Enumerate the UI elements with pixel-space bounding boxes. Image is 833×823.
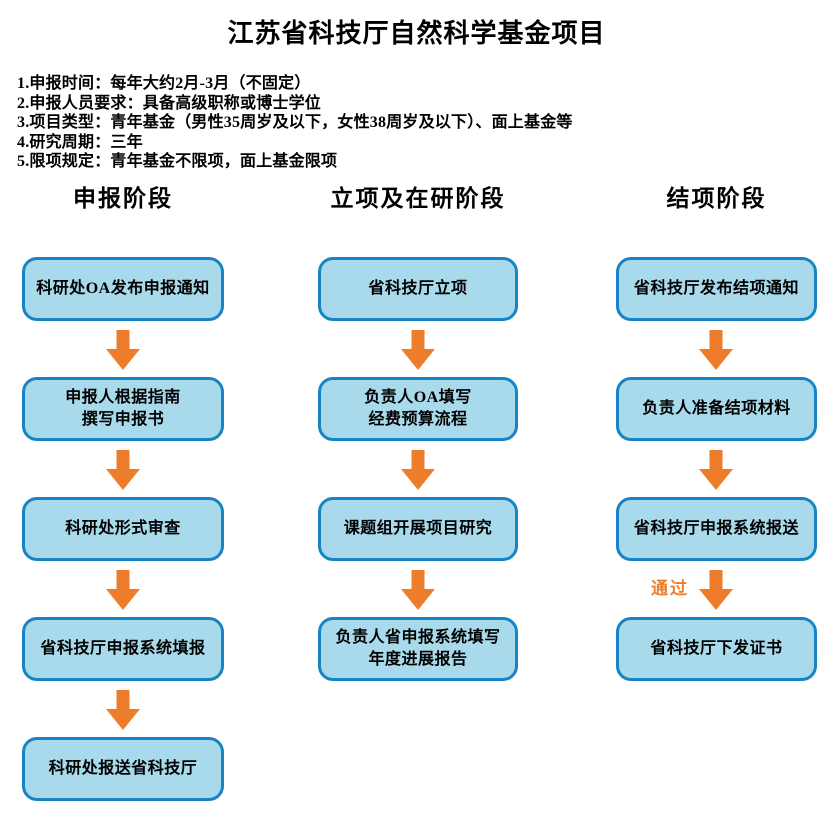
flow-step-col1-3: 科研处形式审查 [22,497,224,561]
down-arrow-icon [699,330,733,370]
down-arrow-icon [106,330,140,370]
flow-step-col1-2: 申报人根据指南 撰写申报书 [22,377,224,441]
flow-step-col2-2: 负责人OA填写 经费预算流程 [318,377,518,441]
notes-list: 1.申报时间：每年大约2月-3月（不固定） 2.申报人员要求：具备高级职称或博士… [17,74,573,172]
down-arrow-icon [401,330,435,370]
flow-step-col3-3: 省科技厅申报系统报送 [616,497,817,561]
down-arrow-icon [106,450,140,490]
flow-step-col2-3: 课题组开展项目研究 [318,497,518,561]
down-arrow-icon [699,570,733,610]
down-arrow-icon [401,570,435,610]
flow-step-col1-1: 科研处OA发布申报通知 [22,257,224,321]
note-line-3: 3.项目类型：青年基金（男性35周岁及以下，女性38周岁及以下）、面上基金等 [17,114,573,132]
down-arrow-icon [401,450,435,490]
down-arrow-icon [106,690,140,730]
page-title: 江苏省科技厅自然科学基金项目 [227,19,606,48]
column-header-approval-research: 立项及在研阶段 [330,186,506,211]
flow-step-col3-4: 省科技厅下发证书 [616,617,817,681]
flow-step-col1-5: 科研处报送省科技厅 [22,737,224,801]
flow-step-col1-4: 省科技厅申报系统填报 [22,617,224,681]
flow-step-col2-1: 省科技厅立项 [318,257,518,321]
note-line-2: 2.申报人员要求：具备高级职称或博士学位 [17,94,322,112]
flow-step-col3-2: 负责人准备结项材料 [616,377,817,441]
pass-label: 通过 [651,579,689,598]
down-arrow-icon [699,450,733,490]
flow-step-col3-1: 省科技厅发布结项通知 [616,257,817,321]
note-line-1: 1.申报时间：每年大约2月-3月（不固定） [17,75,311,92]
down-arrow-icon [106,570,140,610]
column-header-completion: 结项阶段 [666,186,767,211]
flow-step-col2-4: 负责人省申报系统填写 年度进展报告 [318,617,518,681]
column-header-application: 申报阶段 [73,186,173,211]
note-line-4: 4.研究周期：三年 [17,133,143,151]
note-line-5: 5.限项规定：青年基金不限项，面上基金限项 [17,153,338,171]
